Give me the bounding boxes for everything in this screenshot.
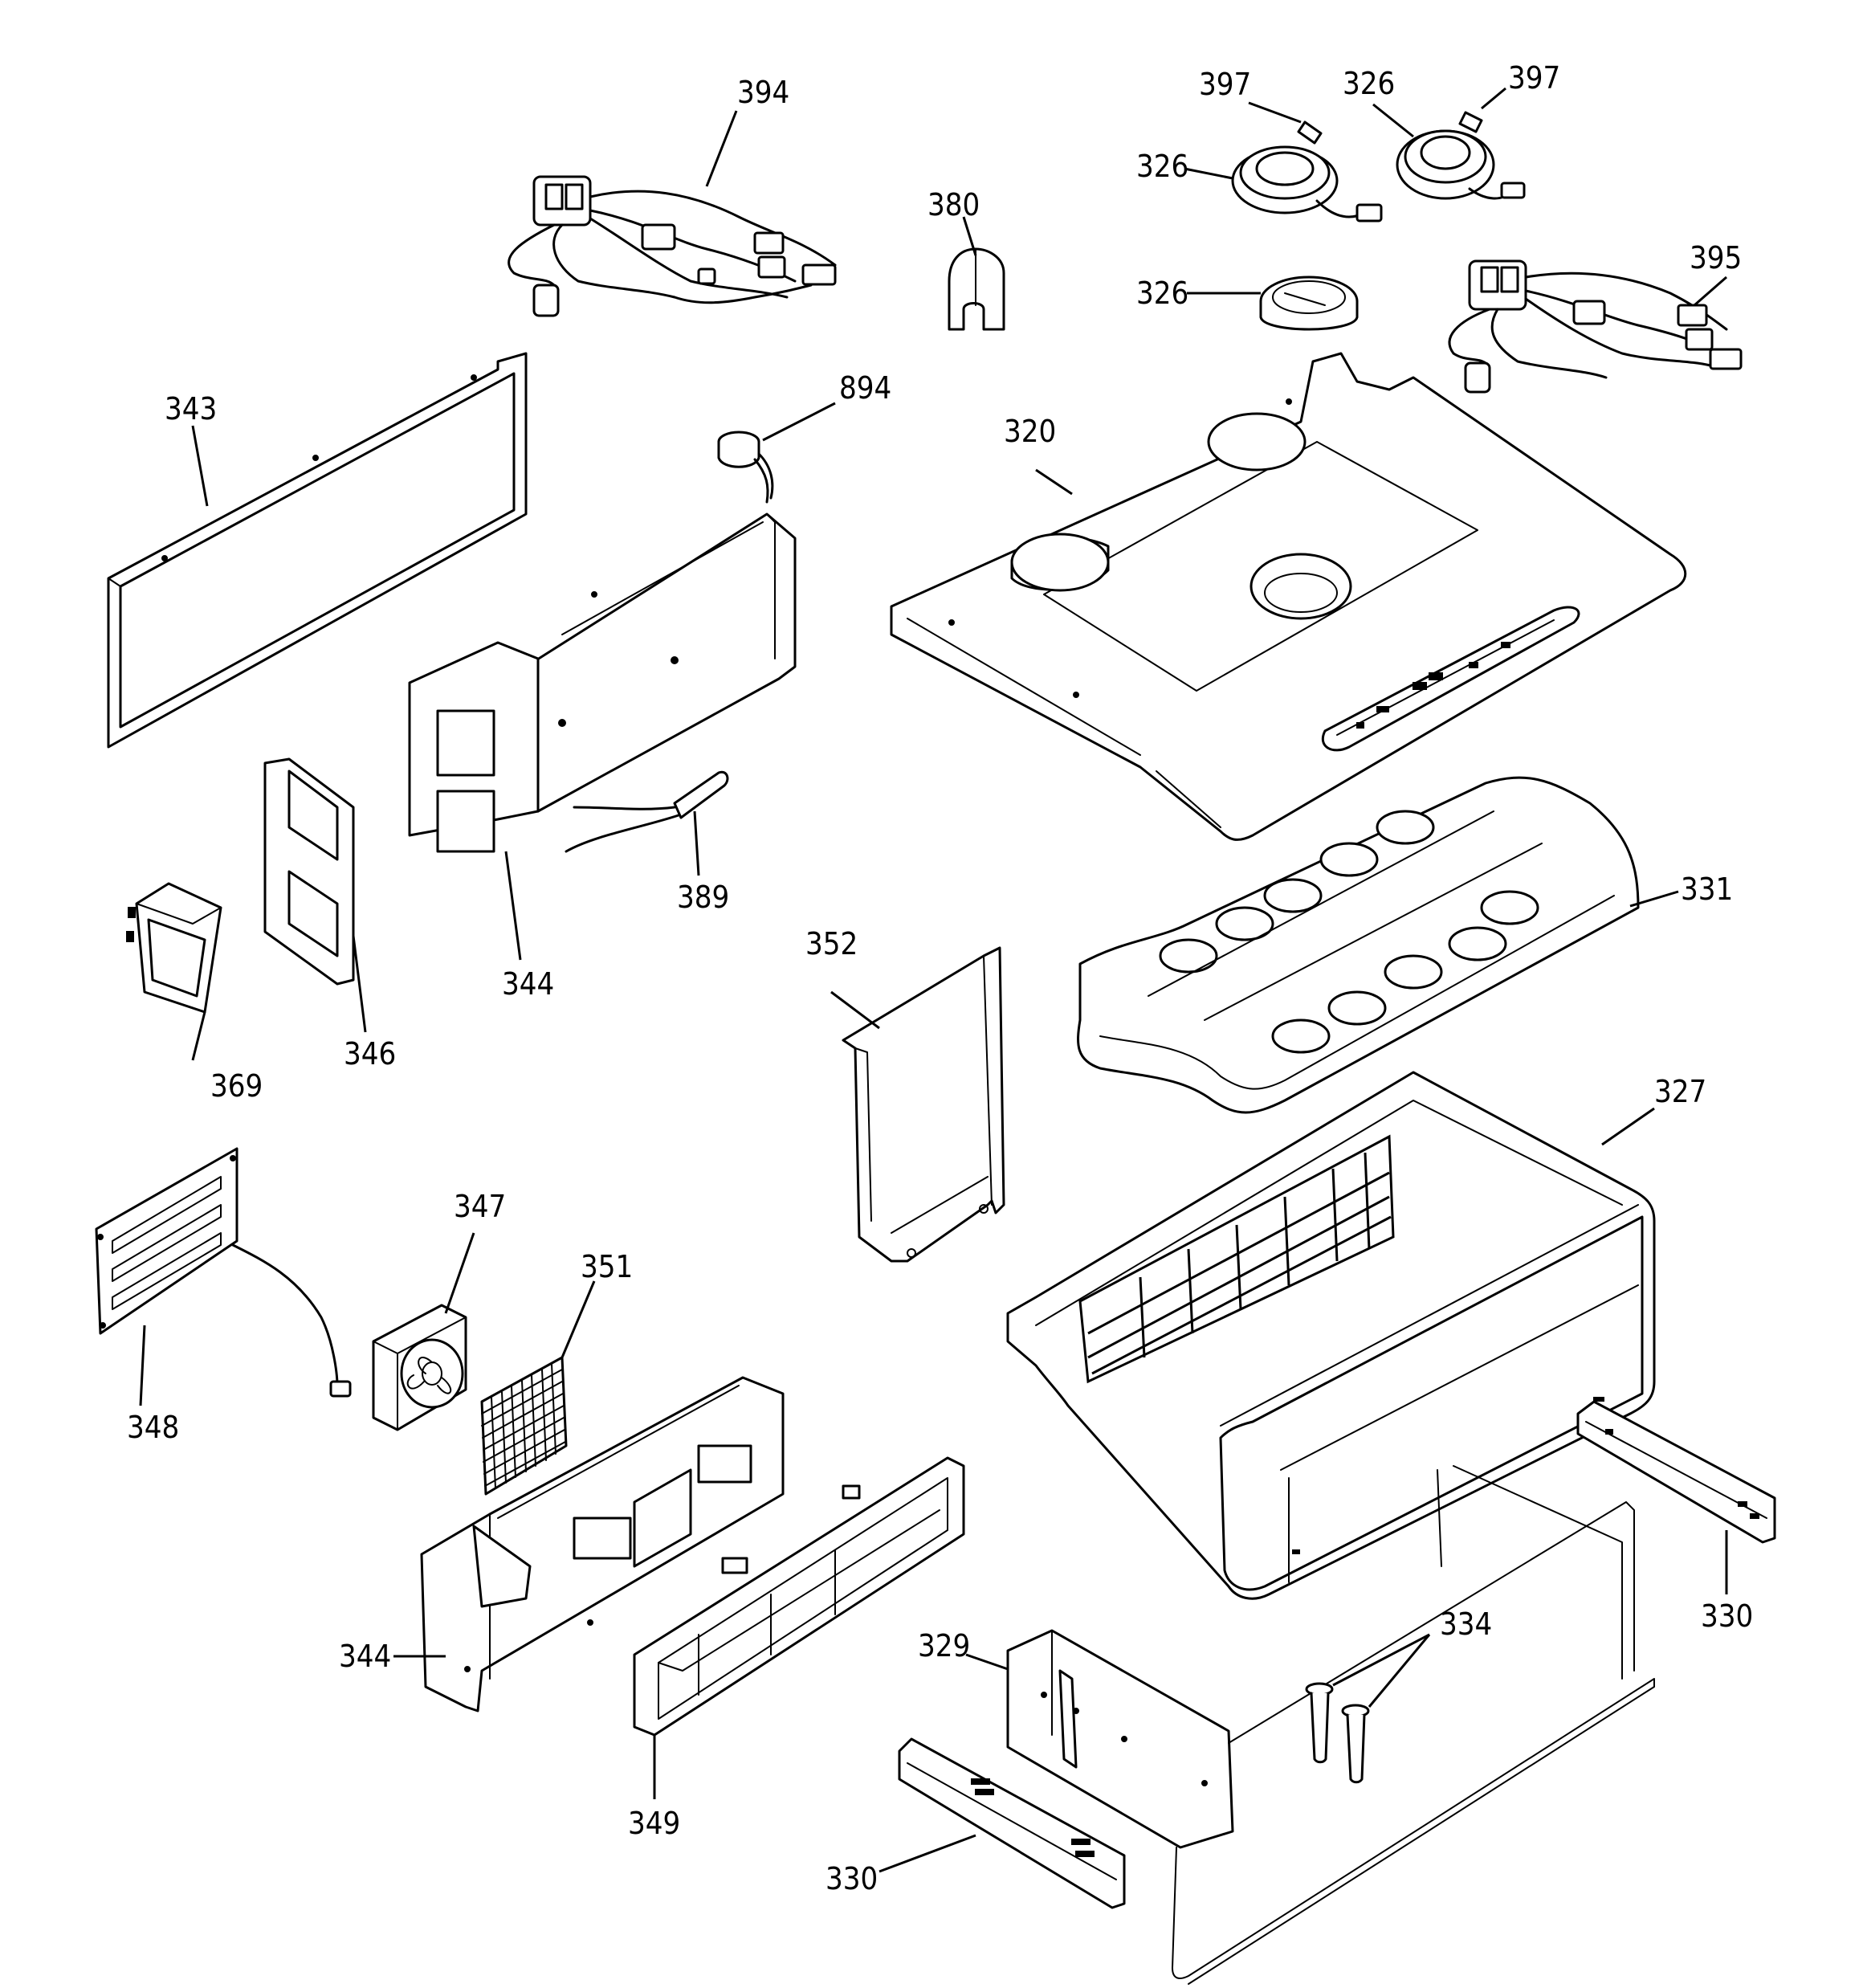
callout-369: 369 [210,1068,263,1104]
leader-329 [965,1653,1009,1671]
leader-334-a [1332,1633,1430,1687]
callout-348: 348 [127,1410,179,1445]
leader-394 [705,110,738,187]
evaporator-plate-348 [95,1147,352,1398]
wire-harness-395 [1448,259,1743,394]
leader-380 [962,216,977,256]
light-bulb-397-left [1297,120,1323,145]
air-duct-344-upper [408,512,797,853]
mesh-screen-351 [480,1356,568,1496]
leader-369 [191,1011,206,1061]
leader-326-right [1372,103,1414,138]
leader-344-upper [504,851,522,961]
cap-380 [948,247,1005,331]
light-bulb-397-right [1458,111,1483,133]
callout-394: 394 [737,75,789,110]
drawer-frame-329 [1006,1465,1655,1985]
callout-331: 331 [1681,872,1733,907]
callout-326-left: 326 [1136,149,1188,184]
duct-frame-346 [263,757,355,986]
heater-389 [565,770,729,853]
leader-397-left [1248,101,1302,124]
callout-347: 347 [454,1189,506,1224]
pan-drawer-327 [1006,1071,1656,1600]
top-cover-320 [890,352,1687,841]
light-lens-326-center [1259,276,1359,331]
leader-327 [1601,1107,1655,1146]
leader-326-left [1184,167,1233,180]
leader-894 [762,402,836,442]
callout-397-right: 397 [1508,60,1560,96]
callout-326-right: 326 [1343,66,1395,101]
switch-box-369 [126,882,222,1014]
callout-344-lower: 344 [339,1639,391,1674]
leader-352 [830,990,880,1030]
pegs-334 [1305,1682,1370,1784]
leader-397-right [1481,87,1506,110]
callout-330-right: 330 [1701,1598,1753,1634]
egg-tray-331 [1077,776,1640,1114]
callout-343: 343 [165,391,217,427]
leader-320 [1035,468,1073,496]
air-duct-344-lower [420,1376,785,1712]
callout-346: 346 [344,1036,396,1072]
callout-330-left: 330 [826,1861,878,1896]
leader-389 [693,810,700,876]
thermostat-894 [717,431,774,504]
light-socket-326-right [1396,129,1526,200]
cover-plate-352 [842,946,1005,1263]
callout-894: 894 [839,370,891,406]
leader-346 [352,935,367,1033]
callout-327: 327 [1654,1074,1706,1109]
callout-397-left: 397 [1199,67,1251,102]
leader-330-left [879,1834,976,1873]
callout-351: 351 [581,1249,633,1284]
callout-349: 349 [628,1806,680,1841]
callout-352: 352 [805,926,858,961]
duct-frame-349 [633,1456,965,1737]
callout-395: 395 [1690,240,1742,276]
leader-395 [1694,276,1727,307]
leader-348 [139,1325,146,1406]
callout-326-center: 326 [1136,276,1188,311]
callout-320: 320 [1004,414,1056,449]
leader-351 [561,1280,596,1358]
fan-347 [372,1304,467,1431]
callout-329: 329 [918,1628,970,1663]
leader-343 [191,425,209,507]
callout-344-upper: 344 [502,966,554,1002]
leader-331 [1629,890,1679,908]
callout-389: 389 [677,880,729,915]
air-grille [1078,1134,1395,1384]
leader-347 [444,1232,475,1314]
slide-rail-330-right [1576,1400,1776,1544]
wire-harness-394 [508,175,837,317]
slide-rail-330-left [898,1737,1126,1909]
light-socket-326-left [1231,145,1383,222]
callout-380: 380 [927,187,980,222]
cover-panel-343 [107,352,528,749]
callout-334: 334 [1440,1606,1492,1642]
leader-334-b [1368,1634,1431,1708]
